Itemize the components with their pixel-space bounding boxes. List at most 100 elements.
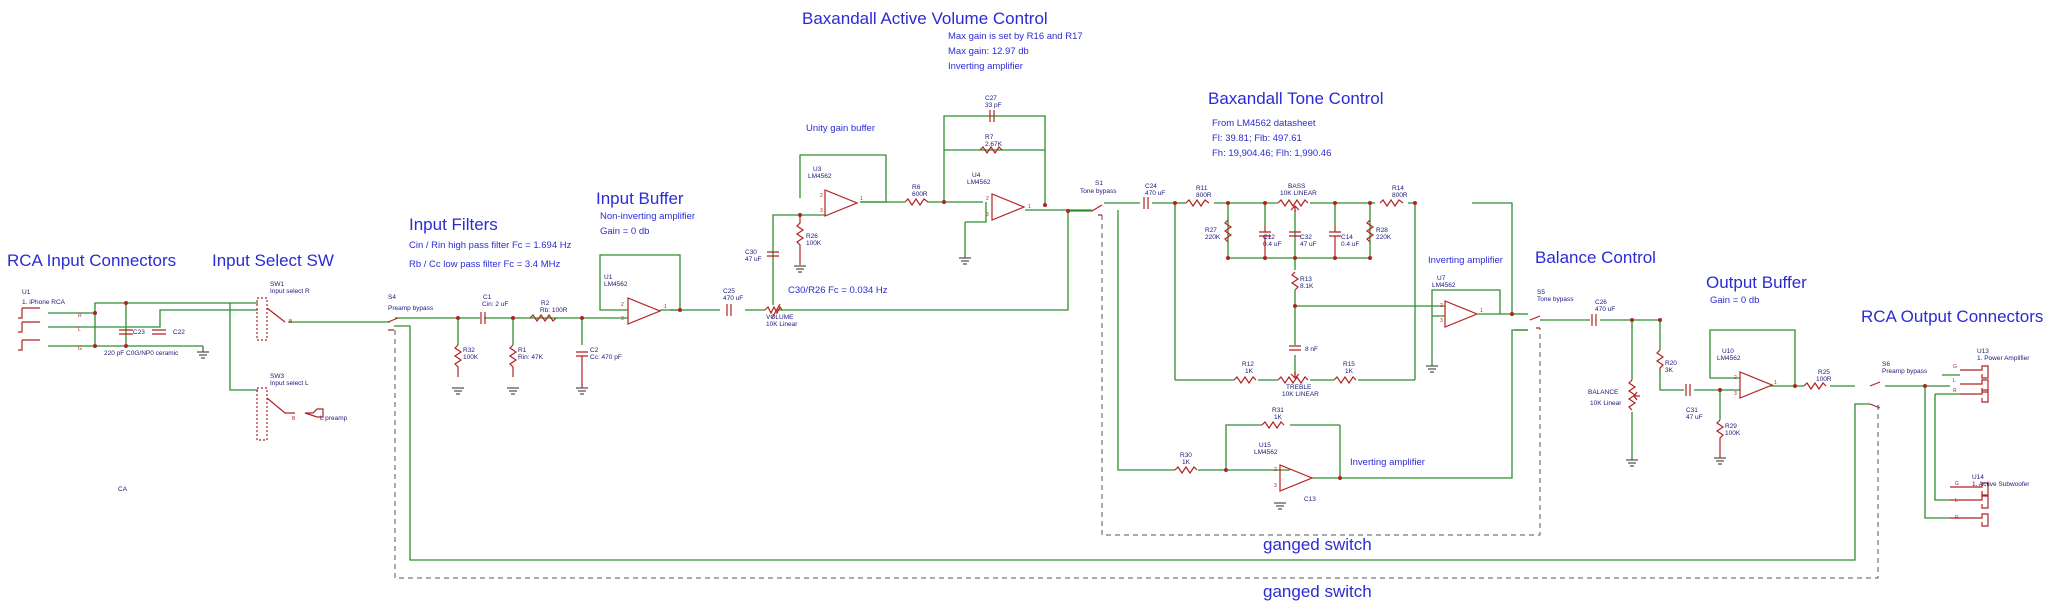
svg-text:LM4562: LM4562 bbox=[604, 281, 628, 288]
title-ganged-switch-1: ganged switch bbox=[1263, 535, 1372, 554]
svg-text:L: L bbox=[1953, 378, 1956, 384]
capacitor-c2: C2 Cc: 470 pF bbox=[576, 347, 622, 395]
svg-text:2: 2 bbox=[1440, 303, 1443, 309]
svg-text:LM4562: LM4562 bbox=[1254, 449, 1278, 456]
svg-text:470 uF: 470 uF bbox=[1145, 190, 1165, 197]
svg-text:3: 3 bbox=[1734, 391, 1737, 397]
note-inverting-2: Inverting amplifier bbox=[1350, 457, 1425, 468]
svg-text:1: 1 bbox=[1028, 204, 1031, 210]
resistor-r15: R15 1K bbox=[1333, 361, 1357, 385]
switch-s4[interactable]: S4 Preamp bypass bbox=[387, 294, 434, 331]
svg-text:100K: 100K bbox=[806, 240, 822, 247]
junction-dots bbox=[93, 200, 1927, 480]
switch-s1[interactable]: S1 Tone bypass bbox=[1080, 180, 1117, 216]
svg-text:R7: R7 bbox=[985, 134, 994, 141]
svg-text:U13: U13 bbox=[1977, 348, 1989, 355]
svg-text:R32: R32 bbox=[463, 347, 475, 354]
title-input-select: Input Select SW bbox=[212, 251, 334, 270]
svg-text:S4: S4 bbox=[388, 294, 396, 301]
resistor-r31: R31 1K bbox=[1261, 407, 1285, 430]
svg-text:10K Linear: 10K Linear bbox=[1590, 400, 1622, 407]
svg-text:R31: R31 bbox=[1272, 407, 1284, 414]
svg-text:C23: C23 bbox=[133, 329, 145, 336]
svg-text:Rin: 47K: Rin: 47K bbox=[518, 354, 544, 361]
svg-text:U14: U14 bbox=[1972, 474, 1984, 481]
resistor-r7: R7 2.67K bbox=[979, 134, 1003, 155]
opamp-u1: U1 LM4562 2 3 1 bbox=[604, 274, 667, 325]
capacitor-c24: C24 470 uF bbox=[1143, 183, 1165, 209]
capacitor-c30: C30 47 uF bbox=[745, 249, 779, 263]
connector-u1-input: U1 1. iPhone RCA R L G bbox=[18, 289, 82, 352]
svg-text:LM4562: LM4562 bbox=[1717, 355, 1741, 362]
note-outbuf-gain: Gain = 0 db bbox=[1710, 295, 1759, 306]
svg-text:S5: S5 bbox=[1537, 289, 1545, 296]
svg-text:R15: R15 bbox=[1343, 361, 1355, 368]
svg-text:10K LINEAR: 10K LINEAR bbox=[1282, 391, 1319, 398]
svg-text:C26: C26 bbox=[1595, 299, 1607, 306]
title-input-buffer: Input Buffer bbox=[596, 189, 684, 208]
svg-text:47 uF: 47 uF bbox=[1300, 241, 1317, 248]
svg-text:R30: R30 bbox=[1180, 452, 1192, 459]
svg-text:47 uF: 47 uF bbox=[1686, 414, 1703, 421]
switch-sw1[interactable]: SW1 Input select R B bbox=[256, 281, 310, 341]
switch-s5[interactable]: S5 Tone bypass bbox=[1529, 289, 1574, 329]
capacitor-c31: C31 47 uF bbox=[1685, 384, 1703, 421]
note-c30-fc: C30/R26 Fc = 0.034 Hz bbox=[788, 285, 888, 296]
svg-text:10K LINEAR: 10K LINEAR bbox=[1280, 190, 1317, 197]
opamp-u10: U10 LM4562 2 3 1 bbox=[1717, 348, 1777, 399]
svg-text:Tone bypass: Tone bypass bbox=[1080, 188, 1117, 195]
svg-text:LM4562: LM4562 bbox=[808, 173, 832, 180]
svg-text:1K: 1K bbox=[1182, 459, 1191, 466]
svg-text:B: B bbox=[292, 416, 296, 422]
svg-text:100K: 100K bbox=[463, 354, 479, 361]
resistor-r20: R20 3K bbox=[1655, 349, 1677, 374]
svg-text:2: 2 bbox=[820, 193, 823, 199]
svg-text:2.67K: 2.67K bbox=[985, 141, 1003, 148]
svg-text:470 uF: 470 uF bbox=[723, 295, 743, 302]
svg-text:33 pF: 33 pF bbox=[985, 102, 1002, 109]
potentiometer-balance[interactable]: BALANCE 10K Linear bbox=[1588, 379, 1640, 467]
svg-text:3K: 3K bbox=[1665, 367, 1674, 374]
svg-text:G: G bbox=[1955, 481, 1959, 487]
opamp-u4: U4 LM4562 2 3 1 bbox=[959, 172, 1031, 265]
svg-text:L: L bbox=[1955, 498, 1958, 504]
svg-text:R12: R12 bbox=[1242, 361, 1254, 368]
svg-text:C24: C24 bbox=[1145, 183, 1157, 190]
svg-text:C22: C22 bbox=[173, 329, 185, 336]
note-tone-fl: Fl: 39.81; Flb: 497.61 bbox=[1212, 133, 1302, 144]
capacitor-c26: C26 470 uF bbox=[1591, 299, 1615, 326]
capacitor-c27: C27 33 pF bbox=[985, 95, 1002, 122]
svg-text:1: 1 bbox=[664, 304, 667, 310]
svg-text:3: 3 bbox=[1440, 318, 1443, 324]
note-filters-hp: Cin / Rin high pass filter Fc = 1.694 Hz bbox=[409, 240, 572, 251]
resistor-r14: R14 800R bbox=[1379, 185, 1408, 208]
svg-text:C32: C32 bbox=[1300, 234, 1312, 241]
svg-text:3: 3 bbox=[986, 212, 989, 218]
svg-text:L: L bbox=[78, 327, 81, 333]
svg-text:1: 1 bbox=[1774, 380, 1777, 386]
title-rca-output: RCA Output Connectors bbox=[1861, 307, 2043, 326]
cap-type-note: 220 pF C0G/NP0 ceramic bbox=[104, 350, 179, 357]
svg-text:Cc: 470 pF: Cc: 470 pF bbox=[590, 354, 622, 361]
svg-text:47 uF: 47 uF bbox=[745, 256, 762, 263]
potentiometer-bass[interactable]: BASS 10K LINEAR bbox=[1277, 183, 1317, 212]
svg-text:8.1K: 8.1K bbox=[1300, 283, 1314, 290]
svg-text:C1: C1 bbox=[483, 294, 492, 301]
switch-s6[interactable]: S6 Preamp bypass bbox=[1869, 361, 1928, 409]
svg-text:VOLUME: VOLUME bbox=[766, 314, 794, 321]
ground-input bbox=[197, 346, 209, 359]
potentiometer-treble[interactable]: TREBLE 10K LINEAR bbox=[1277, 372, 1319, 398]
svg-text:470 uF: 470 uF bbox=[1595, 306, 1615, 313]
svg-text:C25: C25 bbox=[723, 288, 735, 295]
potentiometer-volume[interactable]: VOLUME 10K Linear bbox=[764, 303, 798, 328]
svg-text:G: G bbox=[78, 346, 82, 352]
svg-text:2: 2 bbox=[621, 302, 624, 308]
capacitor-c22: C22 bbox=[152, 329, 185, 336]
resistor-r25: R25 100R bbox=[1803, 369, 1832, 391]
title-balance-control: Balance Control bbox=[1535, 248, 1656, 267]
svg-text:BASS: BASS bbox=[1288, 183, 1306, 190]
svg-text:R: R bbox=[1955, 515, 1959, 521]
switch-sw3[interactable]: SW3 Input select L B L preamp bbox=[256, 373, 348, 441]
svg-text:Input select R: Input select R bbox=[270, 288, 310, 295]
resistor-r11: R11 800R bbox=[1185, 185, 1212, 208]
